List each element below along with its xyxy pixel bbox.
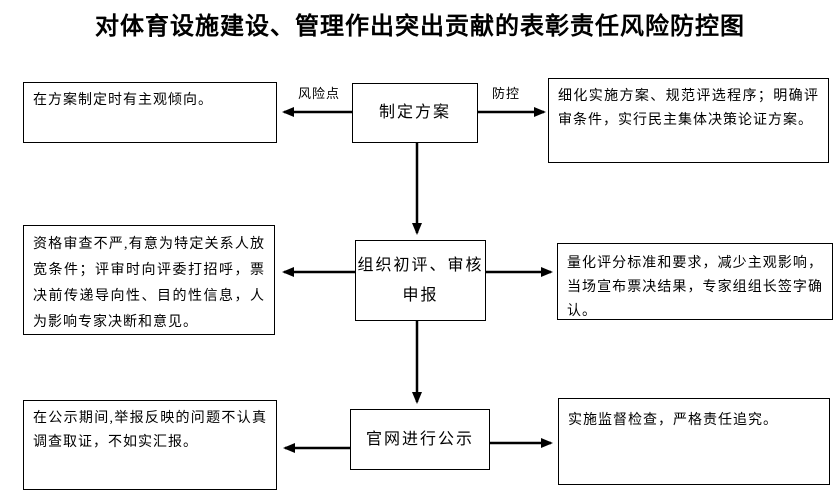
step-review-line2: 申报 — [402, 286, 439, 304]
step-box-review: 组织初评、审核 申报 — [355, 240, 486, 321]
step-review-line1: 组织初评、审核 — [357, 256, 484, 274]
risk-box-row1: 在方案制定时有主观倾向。 — [23, 82, 277, 143]
control-box-row3: 实施监督检查，严格责任追究。 — [558, 398, 830, 485]
step-box-publicity: 官网进行公示 — [350, 409, 490, 470]
page-title: 对体育设施建设、管理作出突出贡献的表彰责任风险防控图 — [95, 13, 745, 40]
label-risk-point: 风险点 — [298, 86, 341, 101]
risk-box-row2: 资格审查不严,有意为特定关系人放宽条件；评审时向评委打招呼，票决前传递导向性、目… — [23, 225, 275, 335]
control-box-row2: 量化评分标准和要求，减少主观影响，当场宣布票决结果，专家组组长签字确认。 — [557, 243, 833, 320]
step-box-plan: 制定方案 — [352, 83, 478, 143]
control-box-row1: 细化实施方案、规范评选程序；明确评审条件，实行民主集体决策论证方案。 — [548, 78, 829, 163]
label-prevention: 防控 — [492, 86, 521, 101]
risk-box-row3: 在公示期间,举报反映的问题不认真调查取证，不如实汇报。 — [23, 400, 277, 490]
